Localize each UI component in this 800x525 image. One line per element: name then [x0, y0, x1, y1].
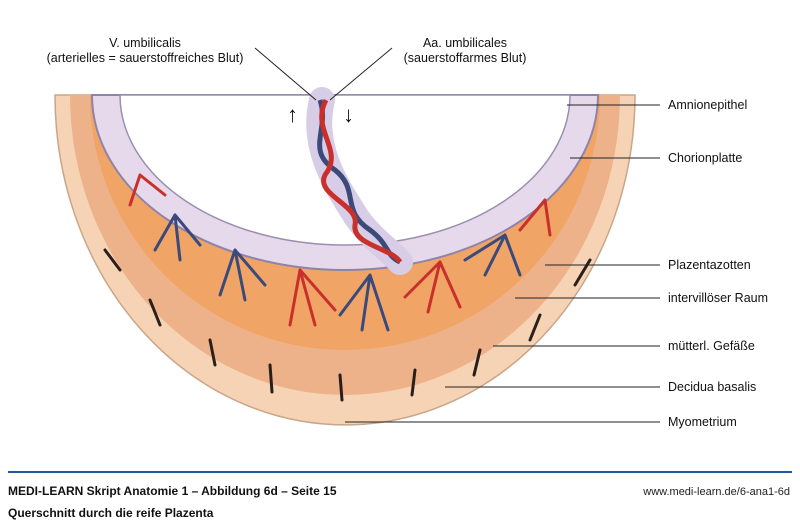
umbilical-vein: [319, 98, 403, 264]
label-intervilloeser-raum: intervillöser Raum: [668, 291, 769, 305]
amniotic-cavity: [119, 94, 571, 246]
footer-divider: [8, 471, 792, 473]
label-vena-umbilicalis: V. umbilicalis (arterielles = sauerstoff…: [25, 36, 265, 66]
placenta-diagram: [54, 47, 660, 426]
leader-lines: [254, 47, 660, 423]
label-myometrium: Myometrium: [668, 415, 737, 429]
arrow-up-icon: ↑: [287, 102, 298, 127]
arrow-down-icon: ↓: [343, 102, 354, 127]
label-chorionplatte: Chorionplatte: [668, 151, 743, 165]
label-muetterl-gefaesse: mütterl. Gefäße: [668, 339, 755, 353]
villous-trees: [128, 173, 552, 332]
umbilical-arteries: [317, 99, 402, 265]
label-plazentazotten: Plazentazotten: [668, 258, 751, 272]
label-arteriae-title: Aa. umbilicales: [422, 36, 508, 50]
label-decidua-basalis: Decidua basalis: [668, 380, 757, 394]
label-amnionepithel: Amnionepithel: [668, 98, 748, 112]
label-aa-umbilicales: Aa. umbilicales (sauerstoffarmes Blut): [380, 36, 550, 66]
figure-caption: Querschnitt durch die reife Plazenta: [8, 506, 214, 520]
label-arteriae-sub: (sauerstoffarmes Blut): [403, 51, 527, 65]
label-vena-sub: (arterielles = sauerstoffreiches Blut): [46, 51, 244, 65]
footer-title: MEDI-LEARN Skript Anatomie 1 – Abbildung…: [8, 484, 337, 498]
footer-url: www.medi-learn.de/6-ana1-6d: [643, 486, 790, 498]
label-vena-title: V. umbilicalis: [109, 36, 181, 50]
maternal-vessels: [103, 248, 592, 402]
